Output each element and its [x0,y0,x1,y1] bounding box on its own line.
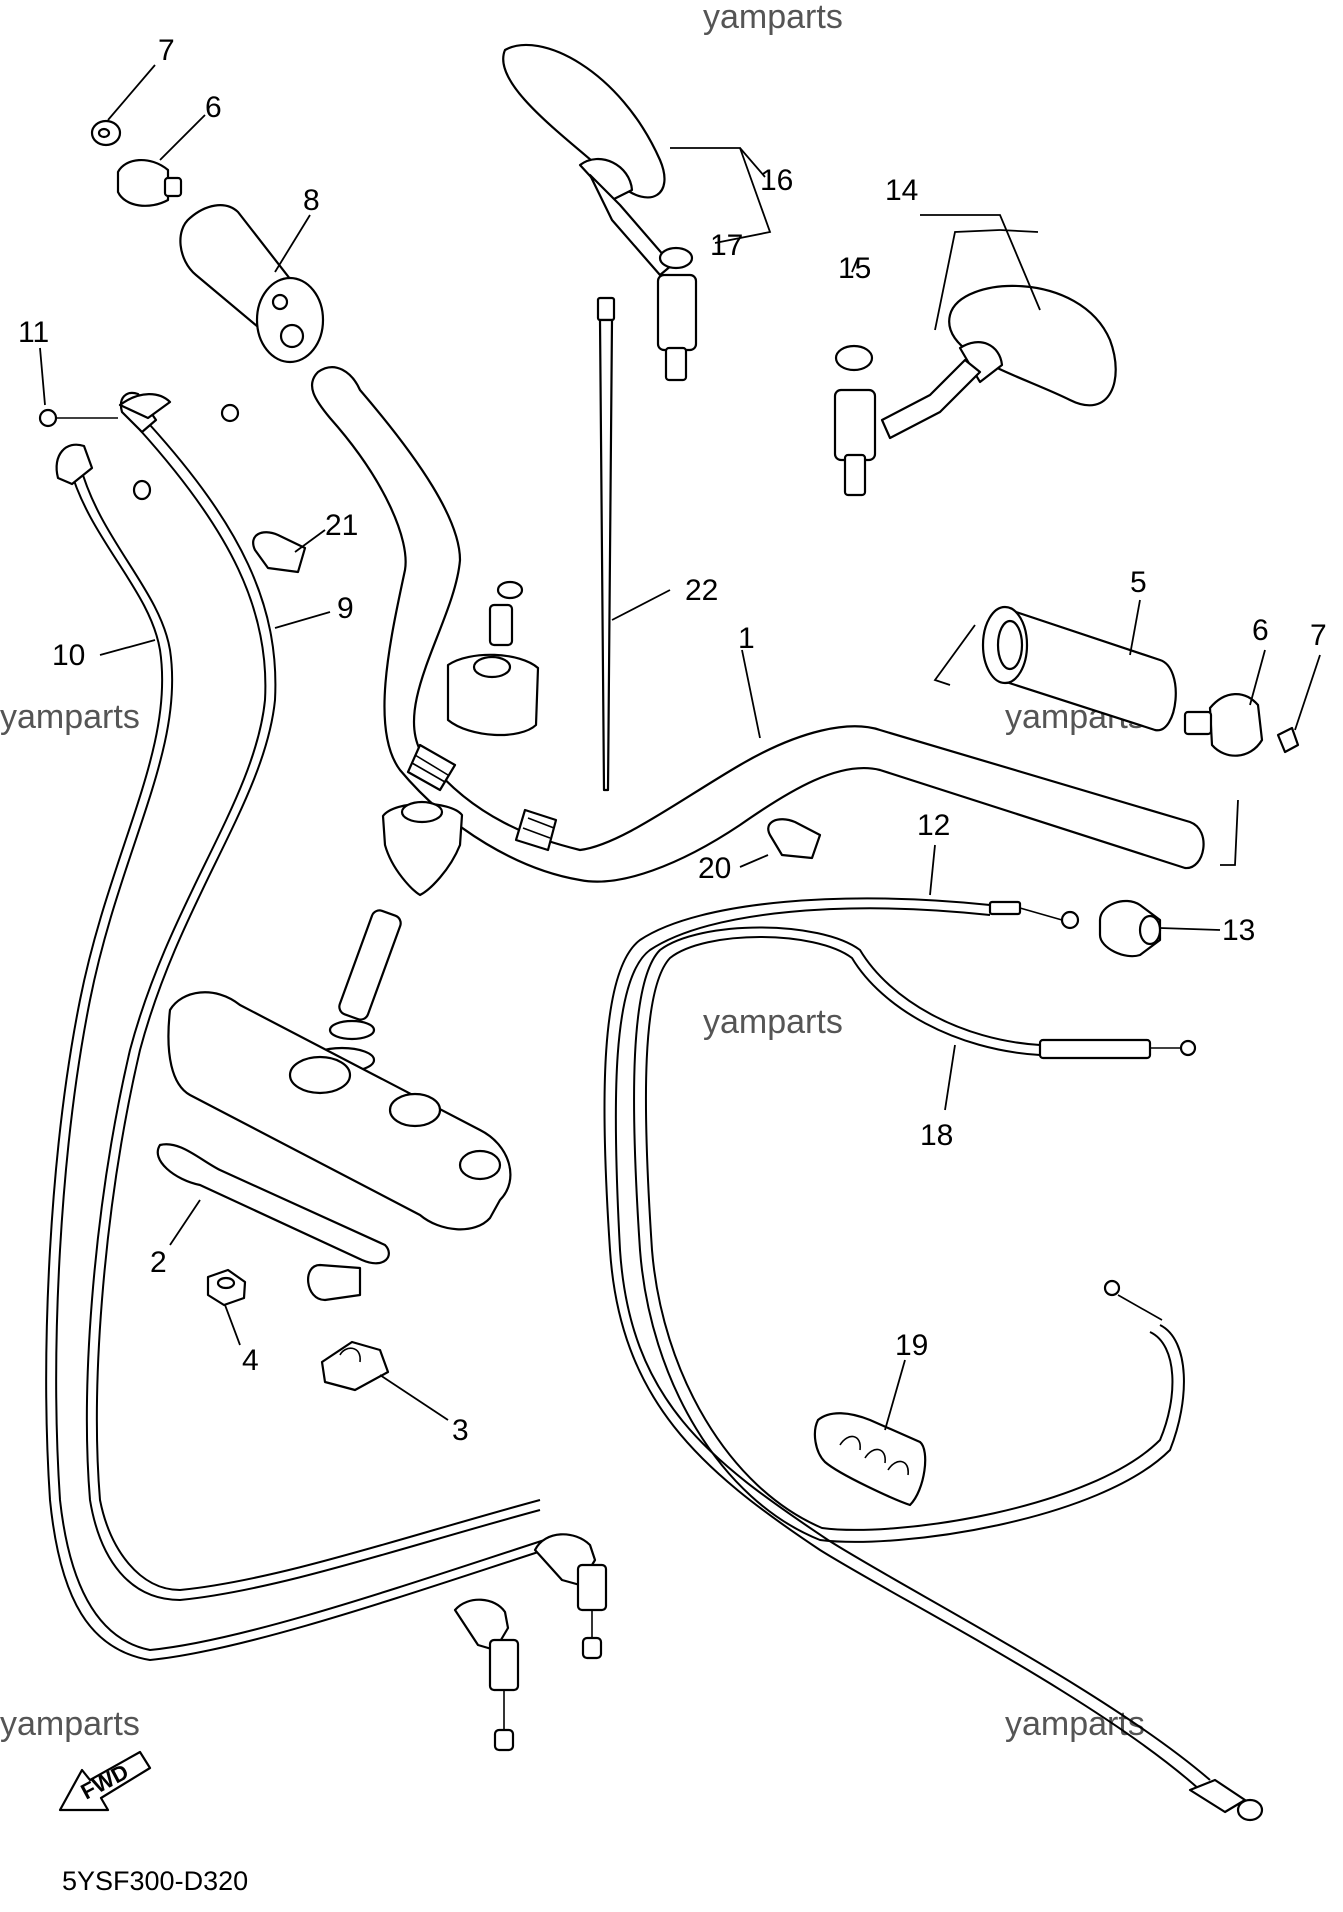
watermark-center: yamparts [703,1003,843,1041]
callout-3: 3 [452,1414,469,1447]
knurled-band-lower [514,808,558,852]
leader-lines [39,64,1321,1431]
clutch-cable-12 [603,897,1264,1822]
callout-18: 18 [920,1119,953,1152]
callout-6-right: 6 [1252,614,1269,647]
mirror-16 [502,43,698,382]
cap-17 [658,246,694,270]
callout-11: 11 [18,316,49,349]
fwd-label: FWD [77,1759,133,1805]
watermark-right-bottom: yamparts [1005,1705,1145,1743]
watermark-left-mid: yamparts [0,698,140,736]
clamp-20 [767,818,822,860]
cable-tie-22 [596,296,616,792]
throttle-cables [45,391,608,1752]
upper-bracket [167,991,512,1231]
cap-7-right [1276,726,1300,754]
callout-17: 17 [710,229,743,262]
watermark-top: yamparts [703,0,843,36]
handlebar-holder-upper [446,580,540,737]
screw-11 [38,408,118,428]
clip-3 [320,1340,390,1392]
grip-8 [179,204,325,364]
diagram-code: 5YSF300-D320 [62,1866,248,1896]
callout-5: 5 [1130,566,1147,599]
callout-12: 12 [917,809,950,842]
callout-16: 16 [760,164,793,197]
callout-4: 4 [242,1344,259,1377]
callout-7-left: 7 [158,34,175,67]
callout-2: 2 [150,1246,167,1279]
grip-5 [981,605,1177,732]
bar-end-6-right [1183,693,1264,757]
callout-13: 13 [1222,914,1255,947]
brake-cable-18 [633,926,1197,1543]
callout-19: 19 [895,1329,928,1362]
bracket-2 [156,1143,390,1302]
cap-15 [834,344,874,372]
watermark-left-bottom: yamparts [0,1705,140,1743]
clamp-21 [252,531,307,574]
callout-8: 8 [303,184,320,217]
callout-7-right: 7 [1310,619,1327,652]
knurled-band-upper [406,743,457,792]
handlebar-holder-lower [308,800,464,1074]
callout-1: 1 [738,622,755,655]
callout-14: 14 [885,174,918,207]
bar-end-6-left [116,158,183,207]
adjuster-13 [1098,899,1162,958]
mirror-14 [833,284,1117,497]
callout-22: 22 [685,574,718,607]
cable-holder-19 [813,1412,927,1507]
callout-15: 15 [838,252,871,285]
handlebar-1 [311,366,1205,883]
callout-6-left: 6 [205,91,222,124]
callout-20: 20 [698,852,731,885]
callout-21: 21 [325,509,358,542]
callout-9: 9 [337,592,354,625]
fwd-arrow: FWD [58,1750,152,1812]
callout-10: 10 [52,639,85,672]
callout-labels: 7 6 8 11 21 9 10 22 1 5 6 7 20 12 13 18 … [18,34,1327,1447]
nut-4 [206,1268,247,1307]
